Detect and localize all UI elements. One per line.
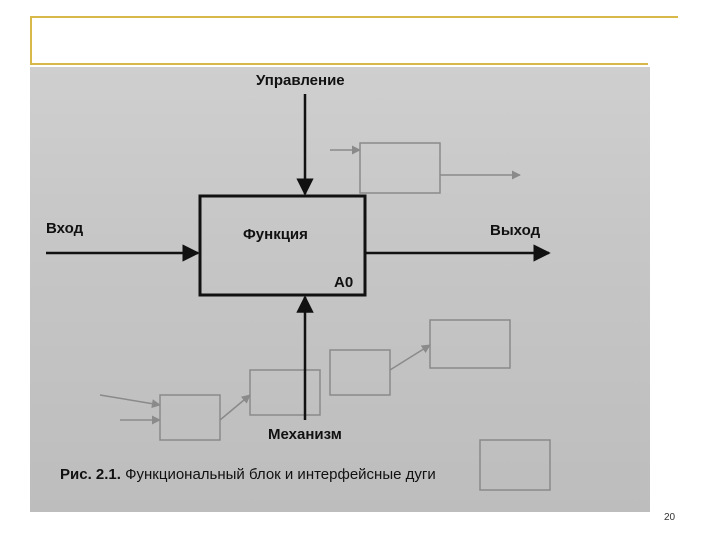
figure-caption-text: Функциональный блок и интерфейсные дуги: [125, 466, 436, 483]
frame-left-line: [30, 16, 32, 63]
control-label: Управление: [256, 72, 345, 89]
figure-ref: Рис. 2.1.: [60, 466, 121, 483]
block-id-label: A0: [334, 274, 354, 291]
input-label: Вход: [46, 220, 84, 237]
frame-bottom-line: [30, 63, 648, 65]
mechanism-label: Механизм: [268, 426, 342, 443]
function-block: [198, 194, 367, 297]
scanned-figure: [30, 67, 650, 512]
figure-caption: Рис. 2.1. Функциональный блок и интерфей…: [60, 466, 436, 483]
output-label: Выход: [490, 222, 541, 239]
page-number: 20: [664, 512, 676, 523]
frame-top-line: [30, 16, 678, 18]
function-label: Функция: [243, 226, 308, 243]
faint-background-blocks: [99, 142, 551, 491]
